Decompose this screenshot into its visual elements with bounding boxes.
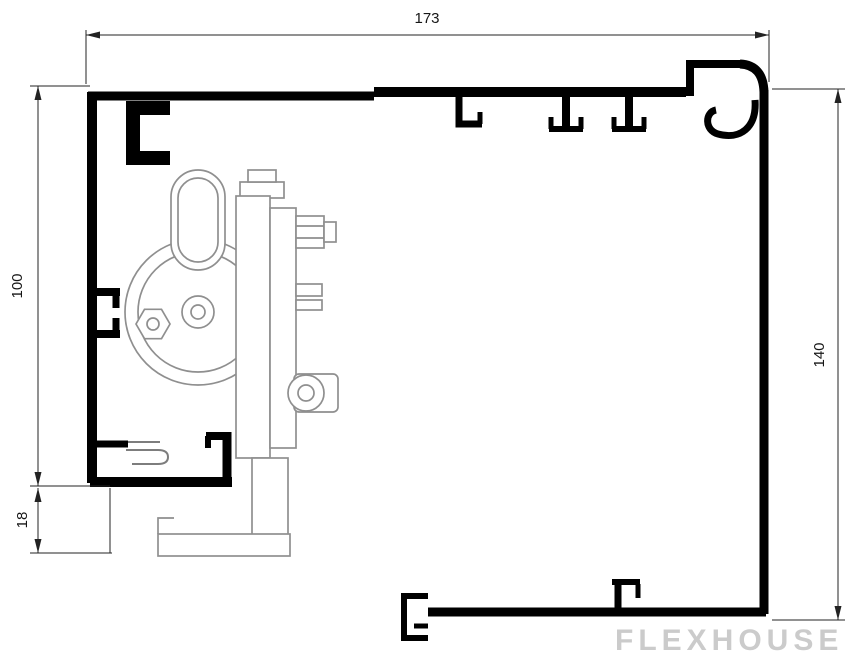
axle-hex-bolt bbox=[135, 308, 171, 340]
top-right-notch bbox=[714, 68, 730, 78]
arrow-top bbox=[34, 488, 42, 502]
t-fin-2-tips bbox=[611, 117, 647, 129]
dimension-label-100: 100 bbox=[9, 273, 26, 298]
arrow-right bbox=[755, 31, 769, 39]
arrow-top bbox=[834, 89, 842, 103]
arrow-bottom bbox=[34, 472, 42, 486]
bracket-main-plate bbox=[235, 195, 271, 459]
aluminium-profile-section bbox=[87, 59, 769, 641]
wheel-hub-bore bbox=[190, 304, 206, 320]
bracket-top-tab bbox=[247, 169, 277, 183]
dimension-left-offset: 18 bbox=[14, 488, 112, 554]
axle-bolt-center bbox=[146, 317, 160, 331]
stud-upper bbox=[295, 283, 323, 297]
roller-carriage-assembly bbox=[124, 169, 339, 557]
top-right-raised-section bbox=[686, 60, 742, 96]
adjustment-bolt-tip bbox=[323, 221, 337, 243]
top-right-hook-curl bbox=[704, 99, 759, 139]
dimension-right-height: 140 bbox=[772, 88, 845, 621]
dimension-top-width: 173 bbox=[85, 10, 770, 84]
carriage-foot bbox=[251, 457, 289, 537]
arrow-bottom bbox=[34, 539, 42, 553]
t-fin-1-tips bbox=[548, 117, 584, 129]
arrow-top bbox=[34, 86, 42, 100]
stud-lower bbox=[295, 299, 323, 311]
carriage-base-plate bbox=[157, 533, 291, 557]
lower-cylinder-bore bbox=[297, 384, 315, 402]
top-right-corner bbox=[739, 59, 769, 93]
watermark-text: FLEXHOUSE bbox=[615, 624, 843, 657]
bottom-rail-end-clip bbox=[401, 593, 428, 641]
dimension-left-height: 100 bbox=[9, 85, 110, 487]
lower-cylinder-face bbox=[287, 374, 325, 412]
arrow-bottom bbox=[834, 606, 842, 620]
screw-port-slot bbox=[140, 115, 176, 151]
bracket-second-plate bbox=[269, 207, 297, 449]
dimension-label-18: 18 bbox=[14, 512, 31, 529]
channel-clip-spring bbox=[126, 449, 170, 465]
wheel-tire-inner bbox=[177, 177, 219, 263]
dimension-label-140: 140 bbox=[811, 342, 828, 367]
wheel-tire-section bbox=[170, 169, 226, 271]
adjustment-bolt-head bbox=[295, 215, 325, 249]
dimension-label-173: 173 bbox=[414, 10, 439, 27]
bolt-thread-lines bbox=[296, 225, 324, 239]
wheel-hub bbox=[181, 295, 215, 329]
flange-step-fin bbox=[455, 97, 482, 128]
arrow-left bbox=[86, 31, 100, 39]
base-plate-lip bbox=[157, 517, 174, 534]
